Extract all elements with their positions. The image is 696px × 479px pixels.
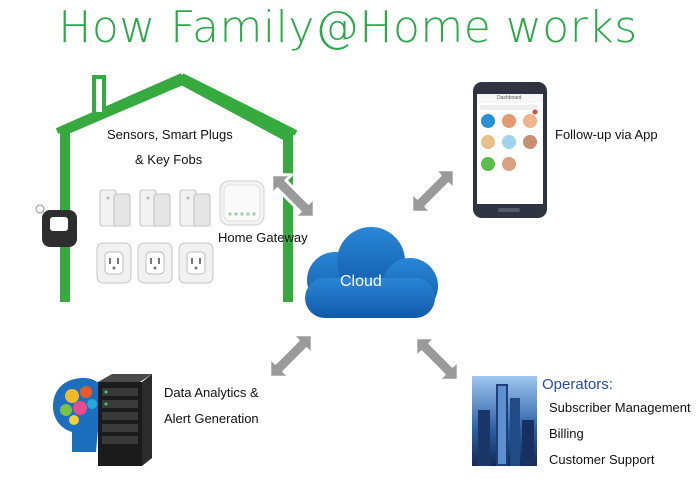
house-label-line1: Sensors, Smart Plugs: [107, 127, 233, 142]
smartphone-icon: [473, 82, 547, 218]
operators-item-customer-support: Customer Support: [549, 452, 655, 467]
gateway-label: Home Gateway: [218, 230, 308, 245]
arrow-app-cloud: [400, 158, 466, 224]
key-fob-icon: [35, 204, 77, 247]
cloud-label: Cloud: [340, 273, 382, 290]
operators-building-image: [472, 376, 537, 466]
operators-item-billing: Billing: [549, 426, 584, 441]
brain-analytics-icon: [52, 378, 110, 452]
cloud-icon: [305, 227, 438, 318]
smart-plug-devices: [96, 242, 214, 284]
page-title: How Family@Home works: [58, 2, 638, 53]
operators-item-subscriber-management: Subscriber Management: [549, 400, 691, 415]
operators-title: Operators:: [542, 376, 613, 393]
home-gateway-icon: [219, 180, 265, 226]
house-label-line2: & Key Fobs: [135, 152, 203, 167]
arrow-analytics-cloud: [258, 323, 324, 389]
analytics-label-line2: Alert Generation: [164, 411, 259, 426]
server-icon: [98, 374, 152, 466]
analytics-label-line1: Data Analytics &: [164, 385, 259, 400]
sensor-devices: [99, 189, 211, 227]
app-screen-title: Dashboard: [497, 95, 522, 101]
app-label: Follow-up via App: [555, 127, 658, 142]
arrow-operators-cloud: [404, 326, 470, 392]
